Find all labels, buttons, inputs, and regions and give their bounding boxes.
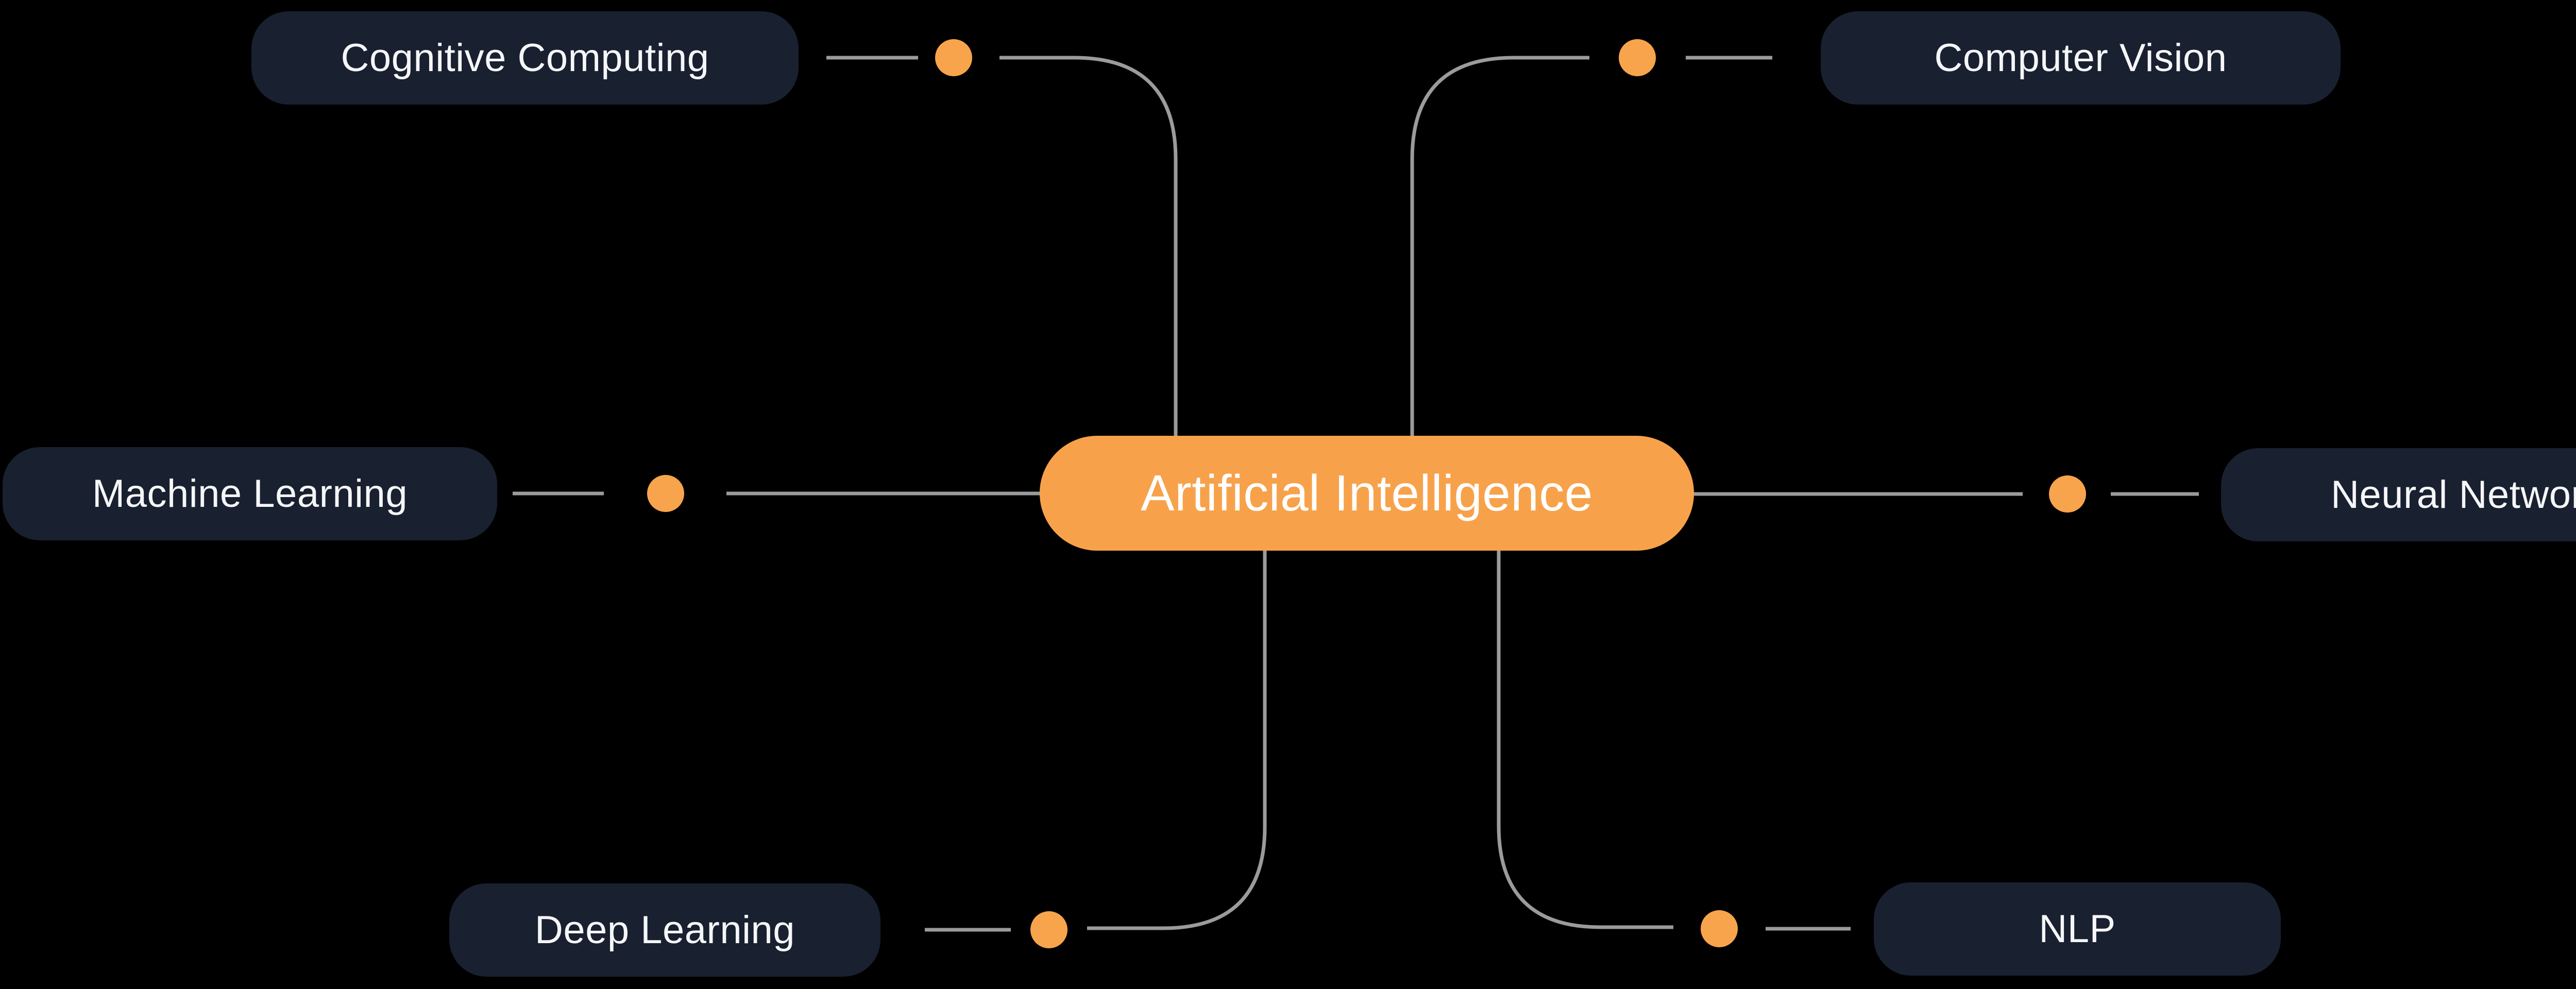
node-machine-learning[interactable]: Machine Learning <box>3 447 497 540</box>
node-deep-learning-label: Deep Learning <box>534 908 795 952</box>
connector-nlp-inner <box>1497 550 1673 929</box>
connector-dot-cognitive-computing <box>935 39 972 76</box>
connector-computer-vision-inner <box>1410 56 1589 436</box>
node-cognitive-computing-label: Cognitive Computing <box>341 36 709 80</box>
node-nlp[interactable]: NLP <box>1874 882 2281 976</box>
connector-cognitive-computing-inner <box>999 56 1178 436</box>
node-artificial-intelligence-label: Artificial Intelligence <box>1141 465 1593 521</box>
connector-dot-machine-learning <box>647 475 684 512</box>
node-computer-vision[interactable]: Computer Vision <box>1821 11 2341 105</box>
node-artificial-intelligence[interactable]: Artificial Intelligence <box>1040 436 1694 551</box>
connector-deep-learning-inner <box>1087 550 1267 930</box>
node-nlp-label: NLP <box>2039 907 2116 951</box>
node-deep-learning[interactable]: Deep Learning <box>449 883 880 977</box>
connector-dot-neural-network <box>2049 475 2086 513</box>
node-cognitive-computing[interactable]: Cognitive Computing <box>251 11 799 105</box>
node-neural-network-label: Neural Network <box>2331 473 2576 517</box>
connector-dot-computer-vision <box>1619 39 1656 76</box>
connector-dot-deep-learning <box>1030 911 1067 948</box>
node-computer-vision-label: Computer Vision <box>1934 36 2227 80</box>
connector-dot-nlp <box>1701 910 1738 947</box>
node-machine-learning-label: Machine Learning <box>92 472 408 516</box>
node-neural-network[interactable]: Neural Network <box>2221 448 2576 541</box>
